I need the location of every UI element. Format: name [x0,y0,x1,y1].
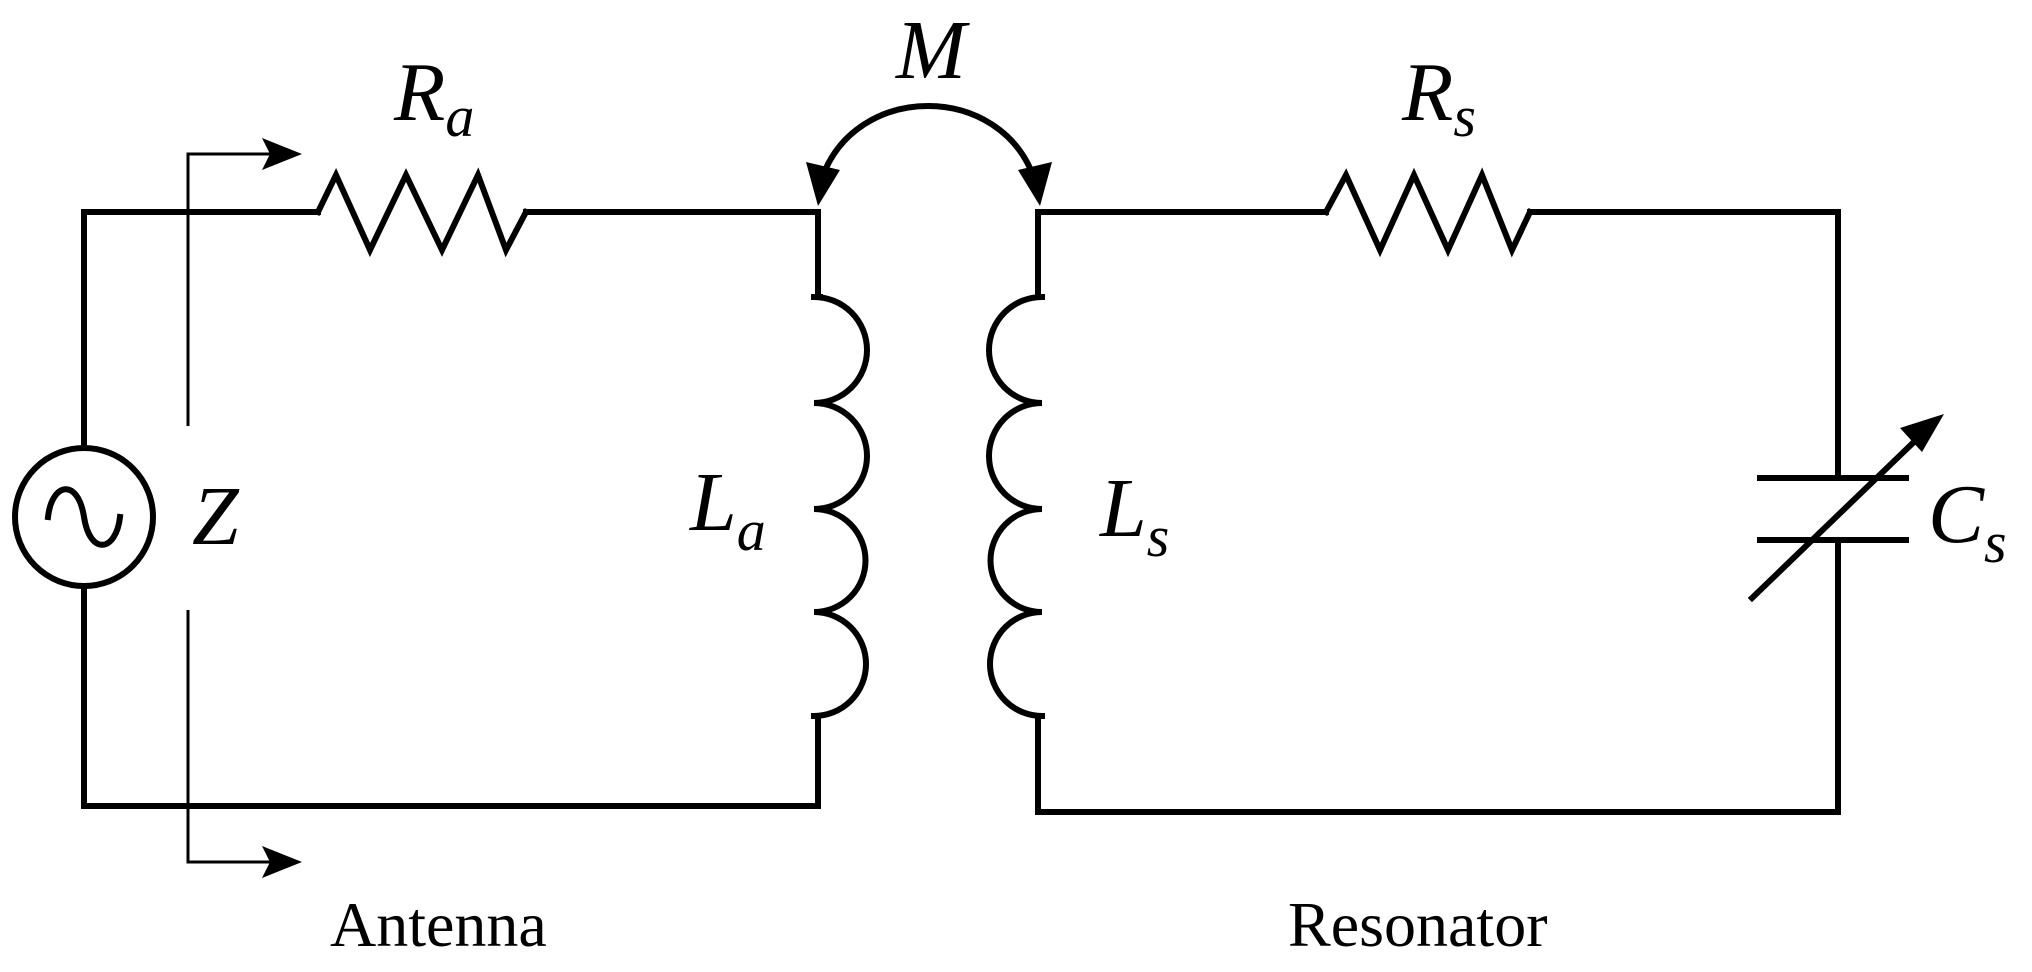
resonator-bottom-wire [1035,537,1841,815]
label-m: M [895,4,970,97]
resonator-wires [1035,209,1841,815]
label-ls: Ls [1099,462,1169,569]
inductor-la-icon [810,293,870,720]
label-la: La [689,456,766,563]
ac-source-icon [12,445,156,589]
resistor-rs-icon [1321,167,1534,258]
antenna-top-wire-right [523,209,821,300]
resistor-ra-icon [313,167,531,258]
impedance-indicator [186,138,302,878]
variable-capacitor-icon [1747,414,1944,603]
antenna-wires [81,209,821,809]
label-rs: Rs [1401,46,1476,149]
inductor-ls-icon [986,293,1046,720]
resonator-top-wire-left [1035,209,1329,300]
caption-resonator: Resonator [1288,889,1548,960]
mutual-inductance-arrow [806,103,1052,206]
label-cs: Cs [1928,468,2007,575]
resonator-top-wire-right [1527,209,1841,481]
label-ra: Ra [393,46,474,149]
label-z: Z [192,470,240,563]
antenna-top-wire-left [81,209,321,451]
antenna-bottom-wire [81,583,821,809]
caption-antenna: Antenna [330,889,547,960]
